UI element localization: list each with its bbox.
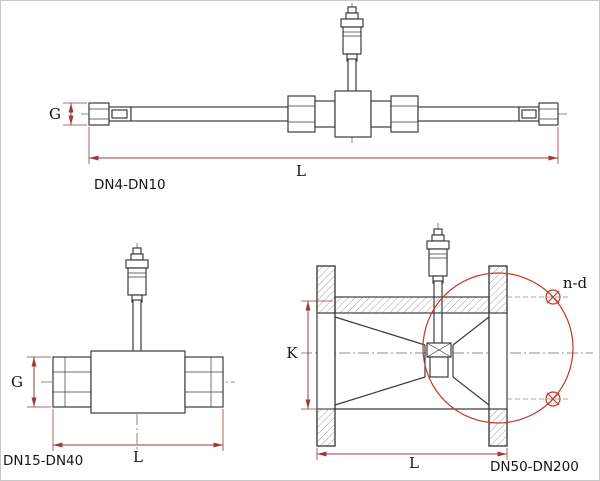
sensor-assembly [340,6,364,62]
left-pipe [130,106,289,122]
dim-label-l: L [133,448,143,466]
dim-label-k: K [286,344,298,362]
body-cross-section [334,296,490,410]
variant-label-small: DN4-DN10 [94,177,166,193]
meter-body [52,350,224,414]
variant-label-large: DN50-DN200 [490,459,579,475]
diagram-dn4-dn10: G L DN4-DN10 [49,3,567,193]
bolt-circle [422,272,574,424]
bolt-hole-bottom [545,391,561,407]
dimension-l: L [52,409,224,466]
turbine-rotor [426,342,452,378]
dim-label-g: G [11,373,23,391]
diagram-dn50-dn200: n-d K L DN50-DN200 [286,223,593,475]
dim-label-l: L [409,454,419,472]
right-hex-end-fitting [518,102,559,126]
sensor-stem [132,299,142,353]
sensor-assembly [426,228,450,284]
dimension-g: G [11,356,51,408]
dimension-l: L [88,127,559,180]
right-pipe [417,106,520,122]
dim-label-nd: n-d [563,274,588,292]
variant-label-medium: DN15-DN40 [3,453,83,469]
diagram-dn15-dn40: G L DN15-DN40 [3,243,235,469]
center-turbine-housing [287,90,419,138]
dimension-k: K [286,300,333,410]
sensor-stem [347,58,357,94]
bolt-circle-view: n-d [422,272,588,424]
dim-label-l: L [296,162,306,180]
dimension-g: G [49,102,87,126]
bolt-hole-top [545,289,561,305]
sensor-assembly [125,247,149,303]
dimension-l: L [316,448,508,472]
left-hex-end-fitting [88,102,132,126]
right-flange [488,265,508,447]
dim-label-g: G [49,105,61,123]
left-flange [316,265,336,447]
